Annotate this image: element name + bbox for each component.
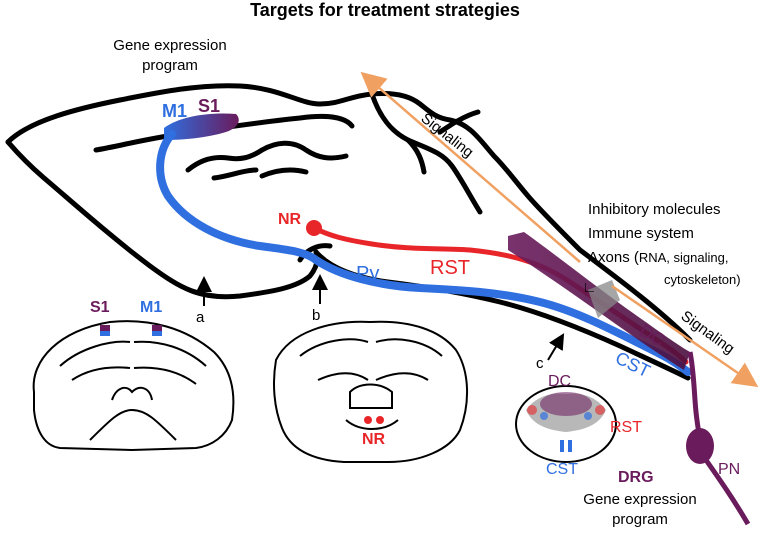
corticospinal-tract-line <box>156 130 692 376</box>
coronal-m1-marker-left <box>100 331 110 336</box>
s1-label: S1 <box>198 96 220 116</box>
section-c-label: c <box>536 355 544 372</box>
axons-detail-line2: cytoskeleton) <box>664 272 741 287</box>
signaling-label-bottom: Signaling <box>678 307 738 357</box>
py-label: Py <box>356 263 379 285</box>
gene-expression-label-bottom-line2: program <box>612 511 668 528</box>
cord-cst-label: CST <box>546 461 578 478</box>
section-c-arrow <box>547 333 565 361</box>
axons-prefix: Axons ( <box>588 249 639 266</box>
gene-expression-label-top-line1: Gene expression <box>113 37 226 54</box>
pn-label: PN <box>718 461 740 478</box>
cst-label: CST <box>612 348 653 382</box>
inhibitory-molecules-label: Inhibitory molecules <box>588 201 721 218</box>
coronal-m1-label: M1 <box>140 299 162 316</box>
immune-system-label: Immune system <box>588 225 694 242</box>
peripheral-nerve-line <box>703 458 751 526</box>
gene-expression-label-bottom-line1: Gene expression <box>583 491 696 508</box>
spinal-cord-section <box>515 385 617 463</box>
section-b-label: b <box>312 307 320 324</box>
drg-label: DRG <box>618 469 654 486</box>
coronal-s1-marker <box>100 325 110 331</box>
nr-label: NR <box>278 211 302 228</box>
coronal-section-a <box>32 320 235 452</box>
bracket-icon: ∟ <box>582 279 597 296</box>
section-a-label: a <box>196 309 205 326</box>
rst-label: RST <box>430 257 470 279</box>
signaling-arrow-bottom <box>611 284 759 388</box>
axons-detail: RNA, signaling, <box>639 250 729 265</box>
coronal-m1-marker-right <box>152 331 162 336</box>
coronal-nr-dot-2 <box>376 416 384 424</box>
coronal-nr-label: NR <box>362 431 386 448</box>
cord-dc-label: DC <box>548 373 571 390</box>
figure-title: Targets for treatment strategies <box>250 0 520 20</box>
axons-label: Axons (RNA, signaling, <box>588 249 728 266</box>
drg-ganglion <box>686 428 714 464</box>
m1-label: M1 <box>162 101 187 121</box>
cord-rst-label: RST <box>610 419 642 436</box>
motor-sensory-cortex-region <box>164 113 239 140</box>
signaling-arrow-top <box>360 71 581 263</box>
coronal-s1-label: S1 <box>90 299 110 316</box>
gene-expression-label-top-line2: program <box>142 57 198 74</box>
lesion-site <box>588 280 620 318</box>
coronal-nr-dot-1 <box>364 416 372 424</box>
coronal-section-b <box>273 320 468 463</box>
coronal-s1-marker-right <box>152 325 162 331</box>
